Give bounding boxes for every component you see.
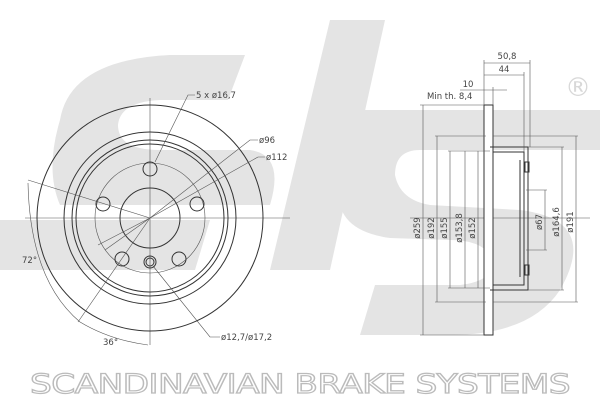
right-diameter-labels: ø67 ø164,6 ø191 (535, 207, 576, 237)
diameter-191: ø191 (566, 211, 576, 232)
diameter-152: ø152 (468, 217, 478, 238)
front-view: 5 x ø16,7 ø96 ø112 ø12,7/ø17,2 72° 36° (22, 91, 290, 348)
bolt-hole (95, 196, 111, 212)
disc-plate-section (483, 104, 494, 336)
pcd-label: ø96 (259, 136, 275, 146)
bolt-holes-label: 5 x ø16,7 (196, 91, 236, 101)
diameter-155: ø155 (440, 217, 450, 238)
diameter-67: ø67 (535, 214, 545, 230)
diameter-259: ø259 (413, 217, 423, 238)
side-view: 50,8 44 10 Min th. 8,4 ø259 ø192 ø155 ø1… (410, 52, 590, 336)
centering-label: ø112 (266, 153, 287, 163)
brand-tagline: SCANDINAVIAN BRAKE SYSTEMS (30, 369, 570, 400)
bolt-hole (171, 251, 187, 267)
aux-hole (143, 255, 157, 269)
center-bore (119, 187, 181, 249)
registered-mark: ® (565, 73, 591, 103)
angle-36-label: 36° (103, 338, 118, 348)
hat-section (490, 146, 529, 291)
bolt-holes (95, 161, 205, 267)
overall-height-label: 50,8 (498, 52, 517, 62)
thickness-label: 10 (463, 80, 474, 90)
diameter-164-6: ø164,6 (552, 207, 562, 237)
diameter-153-8: ø153,8 (455, 213, 465, 243)
angle-72-label: 72° (22, 256, 37, 266)
hat-height-label: 44 (499, 65, 510, 75)
min-thickness-label: Min th. 8,4 (427, 92, 472, 102)
left-diameter-labels: ø259 ø192 ø155 ø153,8 ø152 (413, 213, 478, 243)
bolt-hole (114, 251, 130, 267)
bolt-hole (142, 161, 158, 177)
sbs-watermark-logo: ® (0, 20, 600, 335)
disc-outer-edge (36, 104, 264, 332)
aux-hole-label: ø12,7/ø17,2 (221, 333, 272, 343)
diameter-192: ø192 (427, 217, 437, 238)
bolt-hole (189, 196, 205, 212)
